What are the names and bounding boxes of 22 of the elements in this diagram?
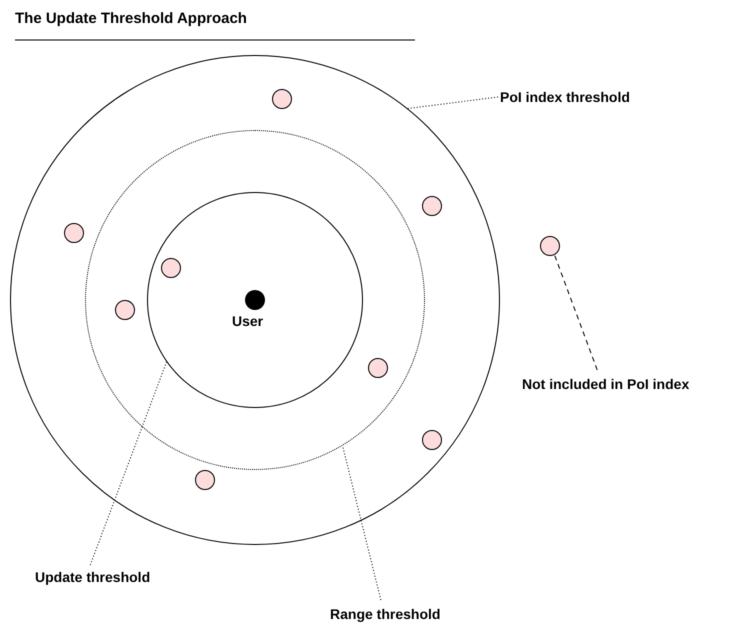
poi-marker: [540, 236, 560, 256]
diagram-title: The Update Threshold Approach: [15, 10, 247, 27]
poi-marker: [422, 430, 442, 450]
poi-marker: [161, 258, 181, 278]
leader-line: [554, 254, 598, 370]
poi-marker: [115, 300, 135, 320]
callout-label: PoI index threshold: [500, 89, 630, 105]
poi-marker: [195, 470, 215, 490]
threshold-circle: [147, 192, 363, 408]
leader-line: [90, 361, 168, 566]
leader-line: [342, 445, 382, 600]
threshold-circle: [10, 55, 500, 545]
poi-marker: [422, 196, 442, 216]
threshold-circle: [85, 130, 425, 470]
callout-label: Update threshold: [35, 569, 150, 585]
poi-marker: [272, 89, 292, 109]
callout-label: Not included in PoI index: [522, 376, 690, 392]
leader-line: [407, 96, 498, 110]
poi-marker: [64, 223, 84, 243]
callout-label: Range threshold: [330, 606, 440, 622]
poi-marker: [368, 358, 388, 378]
node-label: User: [232, 313, 264, 329]
